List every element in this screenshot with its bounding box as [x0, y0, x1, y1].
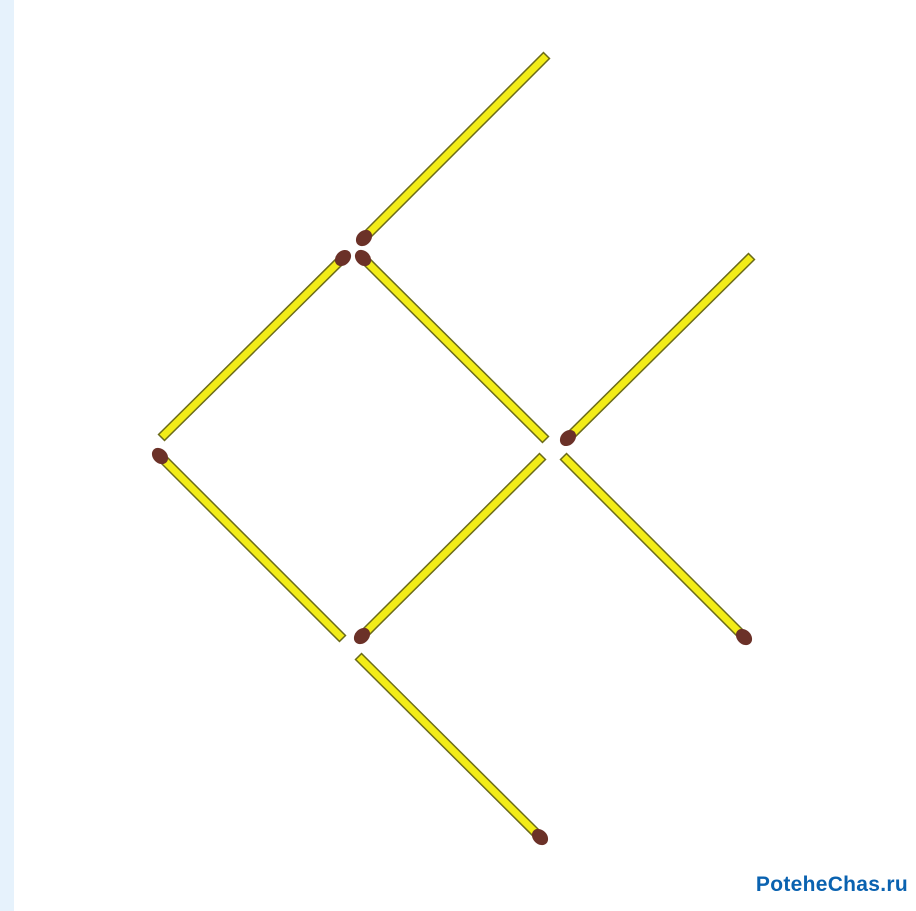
match-top-right-arm — [353, 55, 547, 249]
match-lower-inner — [351, 456, 543, 647]
match-upper-inner — [352, 247, 546, 440]
match-stick — [564, 457, 739, 632]
match-lower-right-arm — [563, 456, 755, 648]
match-bottom-arm — [358, 656, 551, 848]
match-lower-left — [149, 445, 343, 639]
match-stick — [368, 263, 545, 439]
match-stick — [165, 461, 342, 638]
match-upper-left — [161, 247, 354, 438]
match-stick — [359, 657, 535, 832]
match-stick — [573, 257, 751, 433]
match-stick — [367, 457, 542, 631]
match-right-arm — [557, 256, 752, 449]
watermark: PoteheChas.ru — [756, 873, 908, 897]
match-stick — [162, 263, 338, 437]
match-stick — [369, 56, 546, 233]
